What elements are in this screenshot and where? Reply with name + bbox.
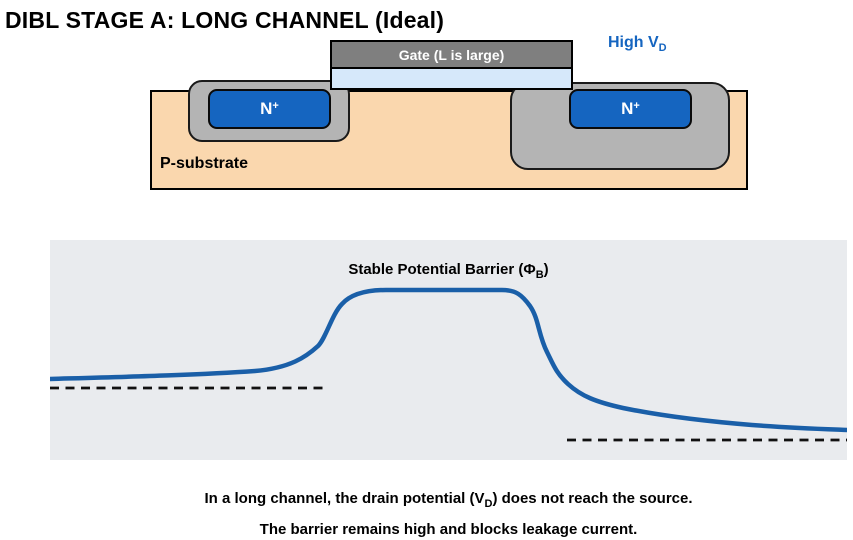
potential-curve-svg (50, 287, 847, 442)
drain-n-plus-superscript: + (633, 99, 640, 112)
barrier-label-text: Stable Potential Barrier (Φ (348, 261, 536, 278)
source-n-plus-superscript: + (272, 99, 279, 112)
caption-line-2: The barrier remains high and blocks leak… (259, 521, 638, 538)
caption-line-1-close: ) does not reach the source. (492, 490, 693, 507)
barrier-label-subscript: B (535, 269, 544, 281)
potential-plot: Stable Potential Barrier (ΦB) (50, 240, 847, 460)
page-title: DIBL STAGE A: LONG CHANNEL (Ideal) (5, 7, 445, 33)
gate-electrode: Gate (L is large) (330, 40, 573, 69)
source-n-plus-region: N+ (208, 89, 331, 129)
source-n-plus-label: N (260, 99, 273, 118)
drain-n-plus-label: N (621, 99, 634, 118)
barrier-label-close: ) (543, 261, 549, 278)
barrier-label: Stable Potential Barrier (ΦB) (50, 261, 847, 281)
caption-line-1-text: In a long channel, the drain potential (… (204, 490, 485, 507)
potential-barrier-curve (50, 287, 847, 433)
caption-line-1: In a long channel, the drain potential (… (50, 486, 847, 517)
caption-vd-subscript: D (484, 498, 493, 510)
high-vd-label: High VD (608, 34, 667, 54)
high-vd-subscript: D (658, 42, 667, 55)
gate-oxide (330, 67, 573, 90)
high-vd-text: High V (608, 34, 659, 51)
caption: In a long channel, the drain potential (… (50, 486, 847, 540)
p-substrate-label: P-substrate (160, 155, 249, 172)
drain-n-plus-region: N+ (569, 89, 692, 129)
gate-label: Gate (L is large) (398, 46, 505, 63)
